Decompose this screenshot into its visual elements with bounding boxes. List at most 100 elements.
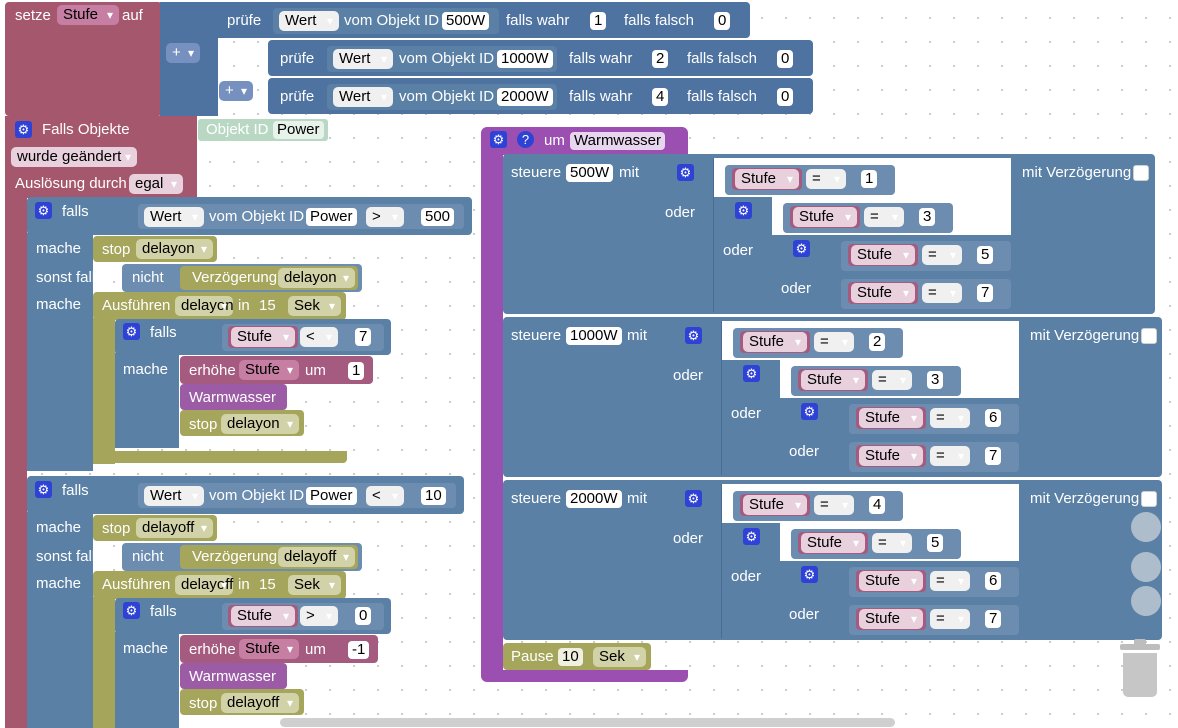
wahr-value[interactable]: 1 <box>590 12 607 30</box>
delay-checkbox[interactable] <box>1133 165 1149 181</box>
device-id-field[interactable]: 1000W <box>566 327 622 345</box>
wert-dropdown[interactable]: Wert <box>333 87 393 107</box>
gear-icon[interactable]: ⚙ <box>801 403 818 420</box>
eq-dropdown[interactable]: = <box>814 332 854 352</box>
device-id-field[interactable]: 2000W <box>566 490 622 508</box>
gear-icon[interactable]: ⚙ <box>801 566 818 583</box>
call-function-block[interactable] <box>180 384 287 410</box>
stufe-dropdown[interactable]: Stufe <box>231 327 295 347</box>
compare-value[interactable]: 7 <box>985 610 1002 628</box>
call-function-label[interactable]: Warmwasser <box>189 389 276 406</box>
objekt-id-field[interactable]: 500W <box>442 12 490 30</box>
changed-dropdown[interactable]: wurde geändert <box>11 147 137 167</box>
sek-dropdown[interactable]: Sek <box>288 575 341 595</box>
help-icon[interactable]: ? <box>517 131 534 148</box>
falsch-value[interactable]: 0 <box>777 50 794 68</box>
stufe-dropdown[interactable]: Stufe <box>735 169 799 189</box>
gear-icon[interactable]: ⚙ <box>743 528 760 545</box>
function-name-field[interactable]: Warmwasser <box>570 132 665 150</box>
compare-value[interactable]: 3 <box>919 208 936 226</box>
stufe-dropdown[interactable]: Stufe <box>859 571 923 591</box>
eq-dropdown[interactable]: = <box>814 495 854 515</box>
delay-checkbox[interactable] <box>1141 328 1157 344</box>
gear-icon[interactable]: ⚙ <box>35 481 52 498</box>
stufe-dropdown[interactable]: Stufe <box>859 446 923 466</box>
trash-icon[interactable] <box>1120 639 1160 698</box>
wahr-value[interactable]: 2 <box>652 50 669 68</box>
eq-dropdown[interactable]: = <box>922 283 962 303</box>
zoom-control[interactable] <box>1131 512 1161 542</box>
stop-var-dropdown[interactable]: delayoff <box>136 518 213 538</box>
compare-value[interactable]: 7 <box>977 284 994 302</box>
set-var-dropdown[interactable]: Stufe <box>57 5 119 25</box>
seconds-value[interactable]: 15 <box>259 576 276 593</box>
operator-dropdown[interactable]: < <box>366 486 404 506</box>
stufe-dropdown[interactable]: Stufe <box>743 495 807 515</box>
stufe-dropdown[interactable]: Stufe <box>743 332 807 352</box>
threshold-field[interactable]: 500 <box>421 208 455 226</box>
horizontal-scrollbar[interactable] <box>280 718 895 727</box>
stufe-dropdown[interactable]: Stufe <box>851 245 915 265</box>
plus-mutator-2[interactable]: + <box>219 81 253 101</box>
stufe-dropdown[interactable]: Stufe <box>859 408 923 428</box>
eq-dropdown[interactable]: = <box>872 370 912 390</box>
compare-value[interactable]: 2 <box>869 333 886 351</box>
zoom-control[interactable] <box>1131 552 1161 582</box>
call-function-label[interactable]: Warmwasser <box>189 668 276 685</box>
compare-op-dropdown[interactable]: > <box>300 606 338 626</box>
stop-var-dropdown[interactable]: delayon <box>221 414 299 434</box>
wert-dropdown[interactable]: Wert <box>333 49 393 69</box>
compare-value[interactable]: 1 <box>861 170 878 188</box>
call-function-block[interactable] <box>180 663 287 689</box>
compare-value[interactable]: 3 <box>927 371 944 389</box>
compare-value[interactable]: 6 <box>985 572 1002 590</box>
wert-dropdown[interactable]: Wert <box>144 486 204 506</box>
verz-var-dropdown[interactable]: delayoff <box>278 547 355 567</box>
stop-var-dropdown[interactable]: delayon <box>136 239 213 259</box>
eq-dropdown[interactable]: = <box>922 245 962 265</box>
stufe-dropdown[interactable]: Stufe <box>231 606 295 626</box>
compare-value[interactable]: 4 <box>869 496 886 514</box>
gear-icon[interactable]: ⚙ <box>490 131 507 148</box>
gear-icon[interactable]: ⚙ <box>793 240 810 257</box>
gear-icon[interactable]: ⚙ <box>685 327 702 344</box>
seconds-value[interactable]: 15 <box>259 297 276 314</box>
compare-value[interactable]: 0 <box>355 607 372 625</box>
compare-value[interactable]: 7 <box>355 328 372 346</box>
eq-dropdown[interactable]: = <box>864 207 904 227</box>
compare-value[interactable]: 6 <box>985 409 1002 427</box>
step-value[interactable]: -1 <box>348 641 370 659</box>
device-id-field[interactable]: 500W <box>566 164 614 182</box>
objekt-id-field[interactable]: 1000W <box>497 50 553 68</box>
wahr-value[interactable]: 4 <box>652 88 669 106</box>
stufe-dropdown[interactable]: Stufe <box>801 370 865 390</box>
pause-value[interactable]: 10 <box>558 648 583 666</box>
eq-dropdown[interactable]: = <box>930 408 970 428</box>
compare-value[interactable]: 7 <box>985 447 1002 465</box>
objekt-id-value[interactable]: Power <box>273 121 324 139</box>
threshold-field[interactable]: 10 <box>421 487 446 505</box>
wert-dropdown[interactable]: Wert <box>279 11 339 31</box>
increment-var-dropdown[interactable]: Stufe <box>239 360 299 380</box>
eq-dropdown[interactable]: = <box>930 446 970 466</box>
ausf-var-dropdown[interactable]: delayoff <box>175 575 233 595</box>
objekt-id-field[interactable]: Power <box>306 208 357 226</box>
increment-var-dropdown[interactable]: Stufe <box>239 639 299 659</box>
zoom-control[interactable] <box>1131 586 1161 616</box>
gear-icon[interactable]: ⚙ <box>677 164 694 181</box>
gear-icon[interactable]: ⚙ <box>123 602 140 619</box>
ausf-var-dropdown[interactable]: delayon <box>175 296 234 316</box>
stop-var-dropdown[interactable]: delayoff <box>221 693 299 713</box>
falsch-value[interactable]: 0 <box>714 12 731 30</box>
delay-checkbox[interactable] <box>1141 491 1157 507</box>
eq-dropdown[interactable]: = <box>930 609 970 629</box>
eq-dropdown[interactable]: = <box>930 571 970 591</box>
gear-icon[interactable]: ⚙ <box>35 202 52 219</box>
gear-icon[interactable]: ⚙ <box>735 202 752 219</box>
stufe-dropdown[interactable]: Stufe <box>859 609 923 629</box>
step-value[interactable]: 1 <box>348 362 365 380</box>
gear-icon[interactable]: ⚙ <box>123 323 140 340</box>
stufe-dropdown[interactable]: Stufe <box>801 533 865 553</box>
sek-dropdown[interactable]: Sek <box>288 296 341 316</box>
gear-icon[interactable]: ⚙ <box>685 490 702 507</box>
